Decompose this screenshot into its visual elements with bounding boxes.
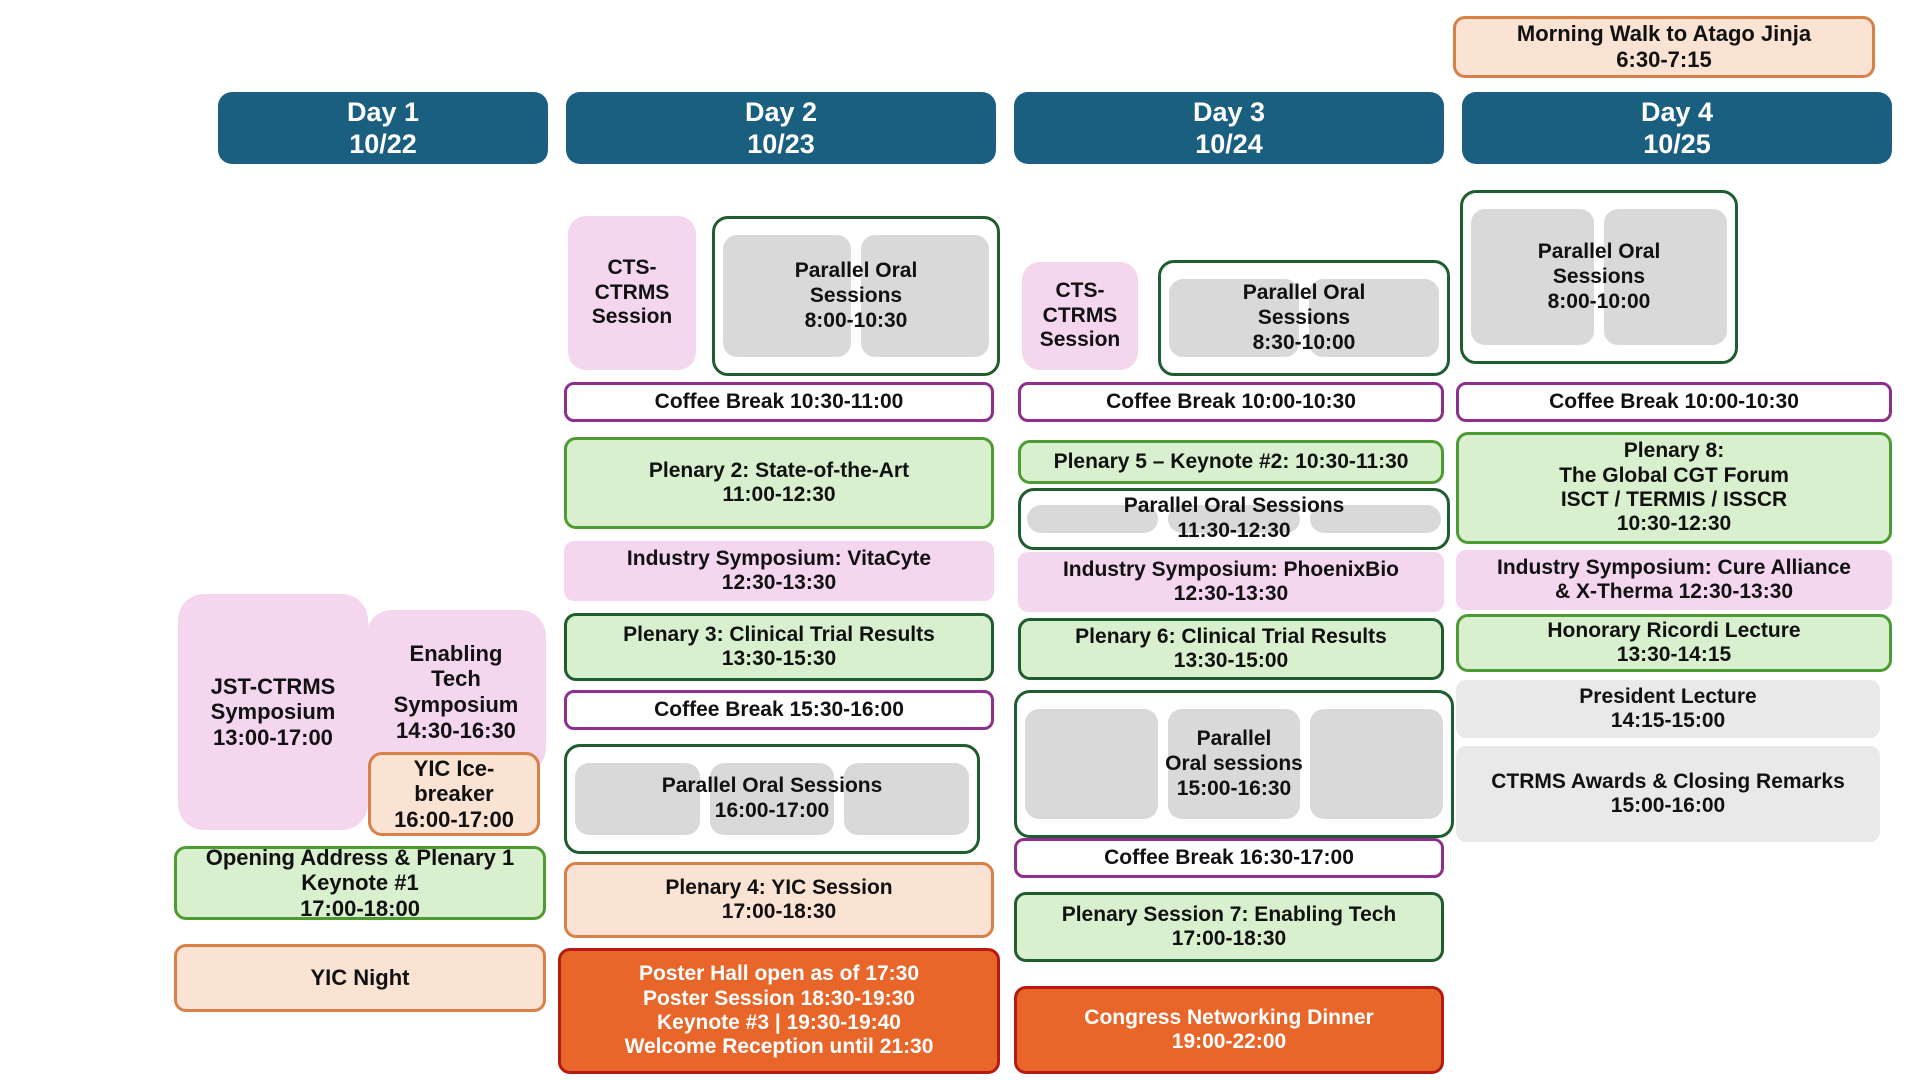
parallel-panels (1463, 193, 1735, 361)
coffee-break-day2-pm[interactable]: Coffee Break 15:30-16:00 (564, 690, 994, 730)
parallel-panels (1017, 693, 1451, 835)
session-networking-dinner[interactable]: Congress Networking Dinner 19:00-22:00 (1014, 986, 1444, 1074)
parallel-oral-day3-am-label: Parallel Oral Sessions 8:30-10:00 (1242, 280, 1366, 354)
session-industry-cure-alliance[interactable]: Industry Symposium: Cure Alliance & X-Th… (1456, 550, 1892, 610)
session-ctrms-awards-closing[interactable]: CTRMS Awards & Closing Remarks 15:00-16:… (1456, 746, 1880, 842)
coffee-break-day3-am[interactable]: Coffee Break 10:00-10:30 (1018, 382, 1444, 422)
morning-walk-time: 6:30-7:15 (1616, 47, 1712, 72)
session-president-lecture[interactable]: President Lecture 14:15-15:00 (1456, 680, 1880, 738)
parallel-panel (1025, 709, 1158, 819)
session-cts-ctrms-day3[interactable]: CTS- CTRMS Session (1022, 262, 1138, 370)
parallel-panel (1309, 505, 1441, 533)
session-jst-ctrms-symposium[interactable]: JST-CTRMS Symposium 13:00-17:00 (178, 594, 368, 830)
parallel-panel (723, 235, 851, 357)
day-2-date: 10/23 (747, 129, 815, 159)
parallel-panels (715, 219, 997, 373)
parallel-panels (1161, 263, 1447, 373)
parallel-panels (567, 747, 977, 851)
day-2-name: Day 2 (744, 96, 818, 127)
parallel-panel (844, 763, 970, 835)
session-plenary-6[interactable]: Plenary 6: Clinical Trial Results 13:30-… (1018, 618, 1444, 680)
day-1-date: 10/22 (349, 129, 417, 159)
parallel-panel (1604, 209, 1727, 345)
session-poster-evening-day2[interactable]: Poster Hall open as of 17:30 Poster Sess… (558, 948, 1000, 1074)
parallel-panels (1021, 491, 1447, 547)
session-cts-ctrms-day2[interactable]: CTS- CTRMS Session (568, 216, 696, 370)
day-3-name: Day 3 (1192, 96, 1266, 127)
session-yic-icebreaker[interactable]: YIC Ice- breaker 16:00-17:00 (368, 752, 540, 836)
morning-walk-box[interactable]: Morning Walk to Atago Jinja 6:30-7:15 (1453, 16, 1875, 78)
session-plenary-4-yic[interactable]: Plenary 4: YIC Session 17:00-18:30 (564, 862, 994, 938)
day-header-1[interactable]: Day 1 10/22 (218, 92, 548, 164)
session-parallel-oral-day2-am[interactable]: Parallel Oral Sessions 8:00-10:30 (712, 216, 1000, 376)
session-plenary-5[interactable]: Plenary 5 – Keynote #2: 10:30-11:30 (1018, 440, 1444, 484)
parallel-panel (1168, 505, 1300, 533)
parallel-panel (861, 235, 989, 357)
session-plenary-7[interactable]: Plenary Session 7: Enabling Tech 17:00-1… (1014, 892, 1444, 962)
session-parallel-oral-day4-am[interactable]: Parallel Oral Sessions 8:00-10:00 (1460, 190, 1738, 364)
parallel-panel (1471, 209, 1594, 345)
session-plenary-8[interactable]: Plenary 8: The Global CGT Forum ISCT / T… (1456, 432, 1892, 544)
session-parallel-oral-day3-mid[interactable]: Parallel Oral Sessions 11:30-12:30 (1018, 488, 1450, 550)
parallel-panel (575, 763, 700, 835)
session-plenary-3[interactable]: Plenary 3: Clinical Trial Results 13:30-… (564, 613, 994, 681)
session-parallel-oral-day3-pm[interactable]: Parallel Oral sessions 15:00-16:30 (1014, 690, 1454, 838)
parallel-panel (1167, 709, 1301, 819)
day-3-date: 10/24 (1195, 129, 1263, 159)
parallel-panel (1309, 279, 1439, 357)
parallel-oral-day3-pm-label: Parallel Oral sessions 15:00-16:30 (1165, 726, 1303, 800)
parallel-oral-day2-am-label: Parallel Oral Sessions 8:00-10:30 (794, 258, 918, 332)
parallel-panel (1169, 279, 1299, 357)
day-1-name: Day 1 (346, 96, 420, 127)
session-plenary-2[interactable]: Plenary 2: State-of-the-Art 11:00-12:30 (564, 437, 994, 529)
coffee-break-day2-am[interactable]: Coffee Break 10:30-11:00 (564, 382, 994, 422)
parallel-oral-day3-mid-label: Parallel Oral Sessions 11:30-12:30 (1123, 494, 1345, 542)
session-industry-phoenixbio[interactable]: Industry Symposium: PhoenixBio 12:30-13:… (1018, 552, 1444, 612)
session-yic-night[interactable]: YIC Night (174, 944, 546, 1012)
day-header-3[interactable]: Day 3 10/24 (1014, 92, 1444, 164)
coffee-break-day4-am[interactable]: Coffee Break 10:00-10:30 (1456, 382, 1892, 422)
parallel-panel (1027, 505, 1159, 533)
session-industry-vitacyte[interactable]: Industry Symposium: VitaCyte 12:30-13:30 (564, 541, 994, 601)
day-header-2[interactable]: Day 2 10/23 (566, 92, 996, 164)
session-enabling-tech-symposium[interactable]: Enabling Tech Symposium 14:30-16:30 (366, 610, 546, 774)
day-4-name: Day 4 (1640, 96, 1714, 127)
session-parallel-oral-day3-am[interactable]: Parallel Oral Sessions 8:30-10:00 (1158, 260, 1450, 376)
parallel-panel (709, 763, 835, 835)
session-honorary-ricordi-lecture[interactable]: Honorary Ricordi Lecture 13:30-14:15 (1456, 614, 1892, 672)
parallel-oral-day4-am-label: Parallel Oral Sessions 8:00-10:00 (1537, 239, 1661, 313)
session-opening-plenary-1[interactable]: Opening Address & Plenary 1 Keynote #1 1… (174, 845, 546, 921)
parallel-panel (1310, 709, 1444, 819)
parallel-oral-day2-pm-label: Parallel Oral Sessions 16:00-17:00 (661, 774, 883, 822)
coffee-break-day3-pm[interactable]: Coffee Break 16:30-17:00 (1014, 838, 1444, 878)
day-4-date: 10/25 (1643, 129, 1711, 159)
session-parallel-oral-day2-pm[interactable]: Parallel Oral Sessions 16:00-17:00 (564, 744, 980, 854)
morning-walk-title: Morning Walk to Atago Jinja (1516, 21, 1812, 47)
day-header-4[interactable]: Day 4 10/25 (1462, 92, 1892, 164)
